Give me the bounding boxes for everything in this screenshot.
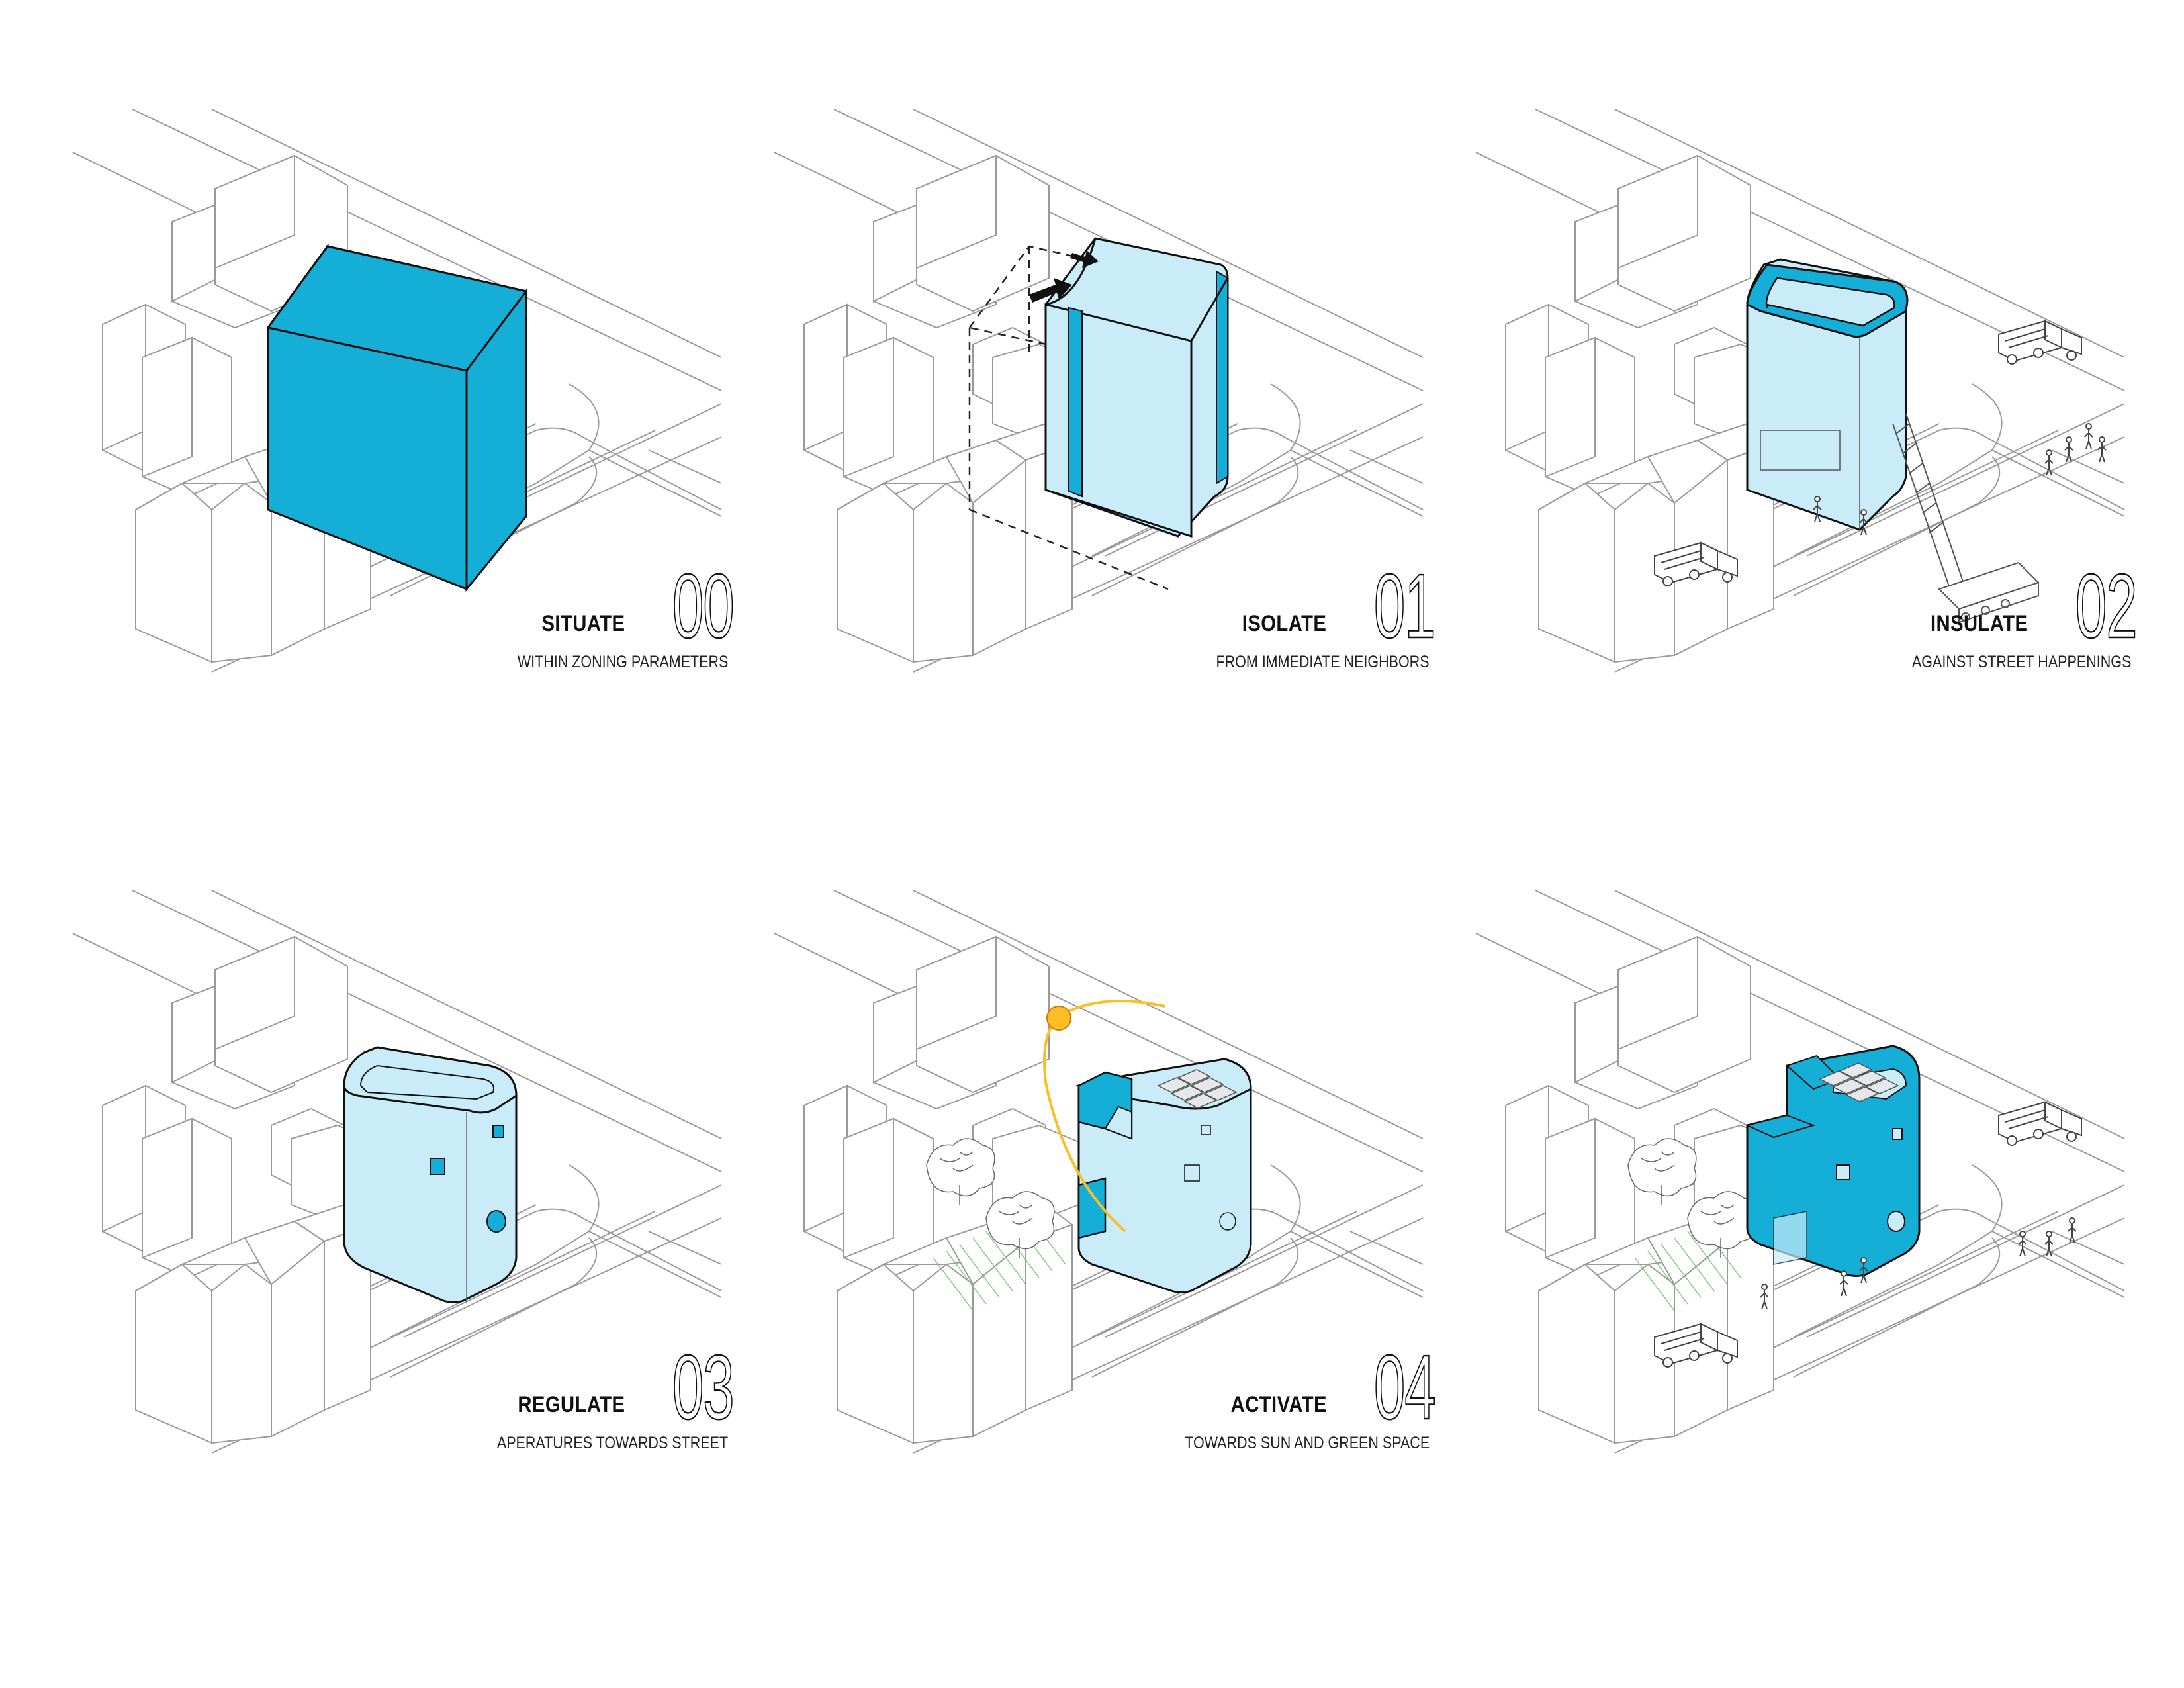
- panel-situate: SITUATE 00 WITHIN ZONING PARAMETERS: [33, 79, 735, 715]
- step-label: REGULATE: [518, 1392, 625, 1417]
- panel-regulate: REGULATE 03 APERATURES TOWARDS STREET: [33, 861, 735, 1496]
- caption-situate: SITUATE 00 WITHIN ZONING PARAMETERS: [483, 560, 734, 672]
- step-label: INSULATE: [1931, 611, 2028, 636]
- diagram-final: [1475, 890, 2125, 1454]
- caption-activate: ACTIVATE 04 TOWARDS SUN AND GREEN SPACE: [1145, 1341, 1436, 1453]
- panel-isolate: ISOLATE 01 FROM IMMEDIATE NEIGHBORS: [735, 79, 1436, 715]
- step-label: SITUATE: [541, 611, 625, 636]
- step-subtitle: WITHIN ZONING PARAMETERS: [517, 653, 728, 671]
- step-label: ACTIVATE: [1230, 1392, 1327, 1417]
- step-number: 03: [672, 1336, 735, 1438]
- panel-activate: ACTIVATE 04 TOWARDS SUN AND GREEN SPACE: [735, 861, 1436, 1496]
- step-number: 02: [2075, 555, 2138, 657]
- caption-isolate: ISOLATE 01 FROM IMMEDIATE NEIGHBORS: [1181, 560, 1436, 672]
- diagram-isolate: [774, 109, 1424, 673]
- caption-insulate: INSULATE 02 AGAINST STREET HAPPENINGS: [1876, 560, 2138, 672]
- caption-regulate: REGULATE 03 APERATURES TOWARDS STREET: [459, 1341, 735, 1453]
- step-number: 00: [672, 555, 735, 657]
- step-subtitle: TOWARDS SUN AND GREEN SPACE: [1185, 1434, 1430, 1452]
- step-subtitle: FROM IMMEDIATE NEIGHBORS: [1216, 653, 1430, 671]
- step-subtitle: APERATURES TOWARDS STREET: [496, 1434, 728, 1452]
- step-label: ISOLATE: [1242, 611, 1327, 636]
- diagram-insulate: [1475, 109, 2125, 673]
- step-number: 01: [1373, 555, 1436, 657]
- diagram-regulate: [72, 890, 722, 1454]
- panel-final: [1436, 861, 2138, 1496]
- step-number: 04: [1373, 1336, 1436, 1438]
- step-subtitle: AGAINST STREET HAPPENINGS: [1911, 653, 2131, 671]
- diagram-situate: [72, 109, 722, 673]
- diagram-activate: [774, 890, 1424, 1454]
- panel-insulate: INSULATE 02 AGAINST STREET HAPPENINGS: [1436, 79, 2138, 715]
